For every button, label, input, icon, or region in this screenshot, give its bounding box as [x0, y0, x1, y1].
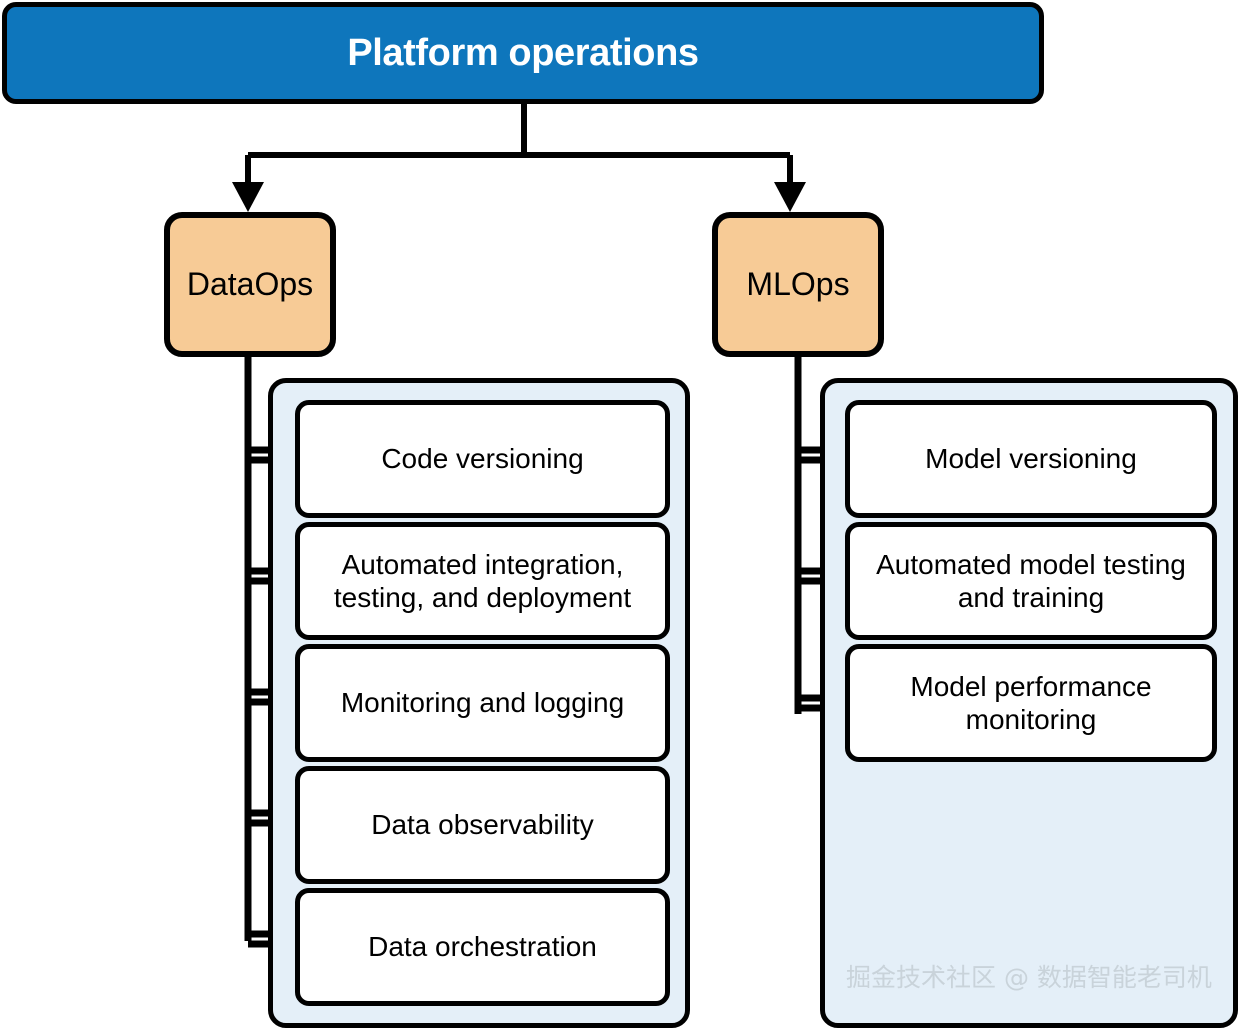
- card-label: Code versioning: [381, 443, 584, 475]
- card-dataops-3: Monitoring and logging: [295, 644, 670, 762]
- card-mlops-1: Model versioning: [845, 400, 1217, 518]
- card-label: Automated integration, testing, and depl…: [333, 548, 632, 613]
- card-label: Data orchestration: [368, 931, 597, 963]
- card-mlops-3: Model performance monitoring: [845, 644, 1217, 762]
- card-label: Data observability: [371, 809, 594, 841]
- root-node-platform-operations: Platform operations: [2, 2, 1044, 104]
- card-label: Automated model testing and training: [876, 548, 1186, 613]
- root-node-label: Platform operations: [347, 31, 699, 74]
- branch-node-label-mlops: MLOps: [746, 266, 850, 302]
- card-dataops-2: Automated integration, testing, and depl…: [295, 522, 670, 640]
- card-label: Monitoring and logging: [340, 687, 625, 719]
- card-label: Model performance monitoring: [910, 670, 1152, 735]
- branch-node-dataops: DataOps: [164, 212, 336, 357]
- card-dataops-4: Data observability: [295, 766, 670, 884]
- card-label: Model versioning: [925, 443, 1137, 475]
- watermark-text: 掘金技术社区 @ 数据智能老司机: [846, 963, 1212, 992]
- card-dataops-5: Data orchestration: [295, 888, 670, 1006]
- branch-node-label-dataops: DataOps: [186, 266, 314, 302]
- branch-node-mlops: MLOps: [712, 212, 884, 357]
- card-mlops-2: Automated model testing and training: [845, 522, 1217, 640]
- card-dataops-1: Code versioning: [295, 400, 670, 518]
